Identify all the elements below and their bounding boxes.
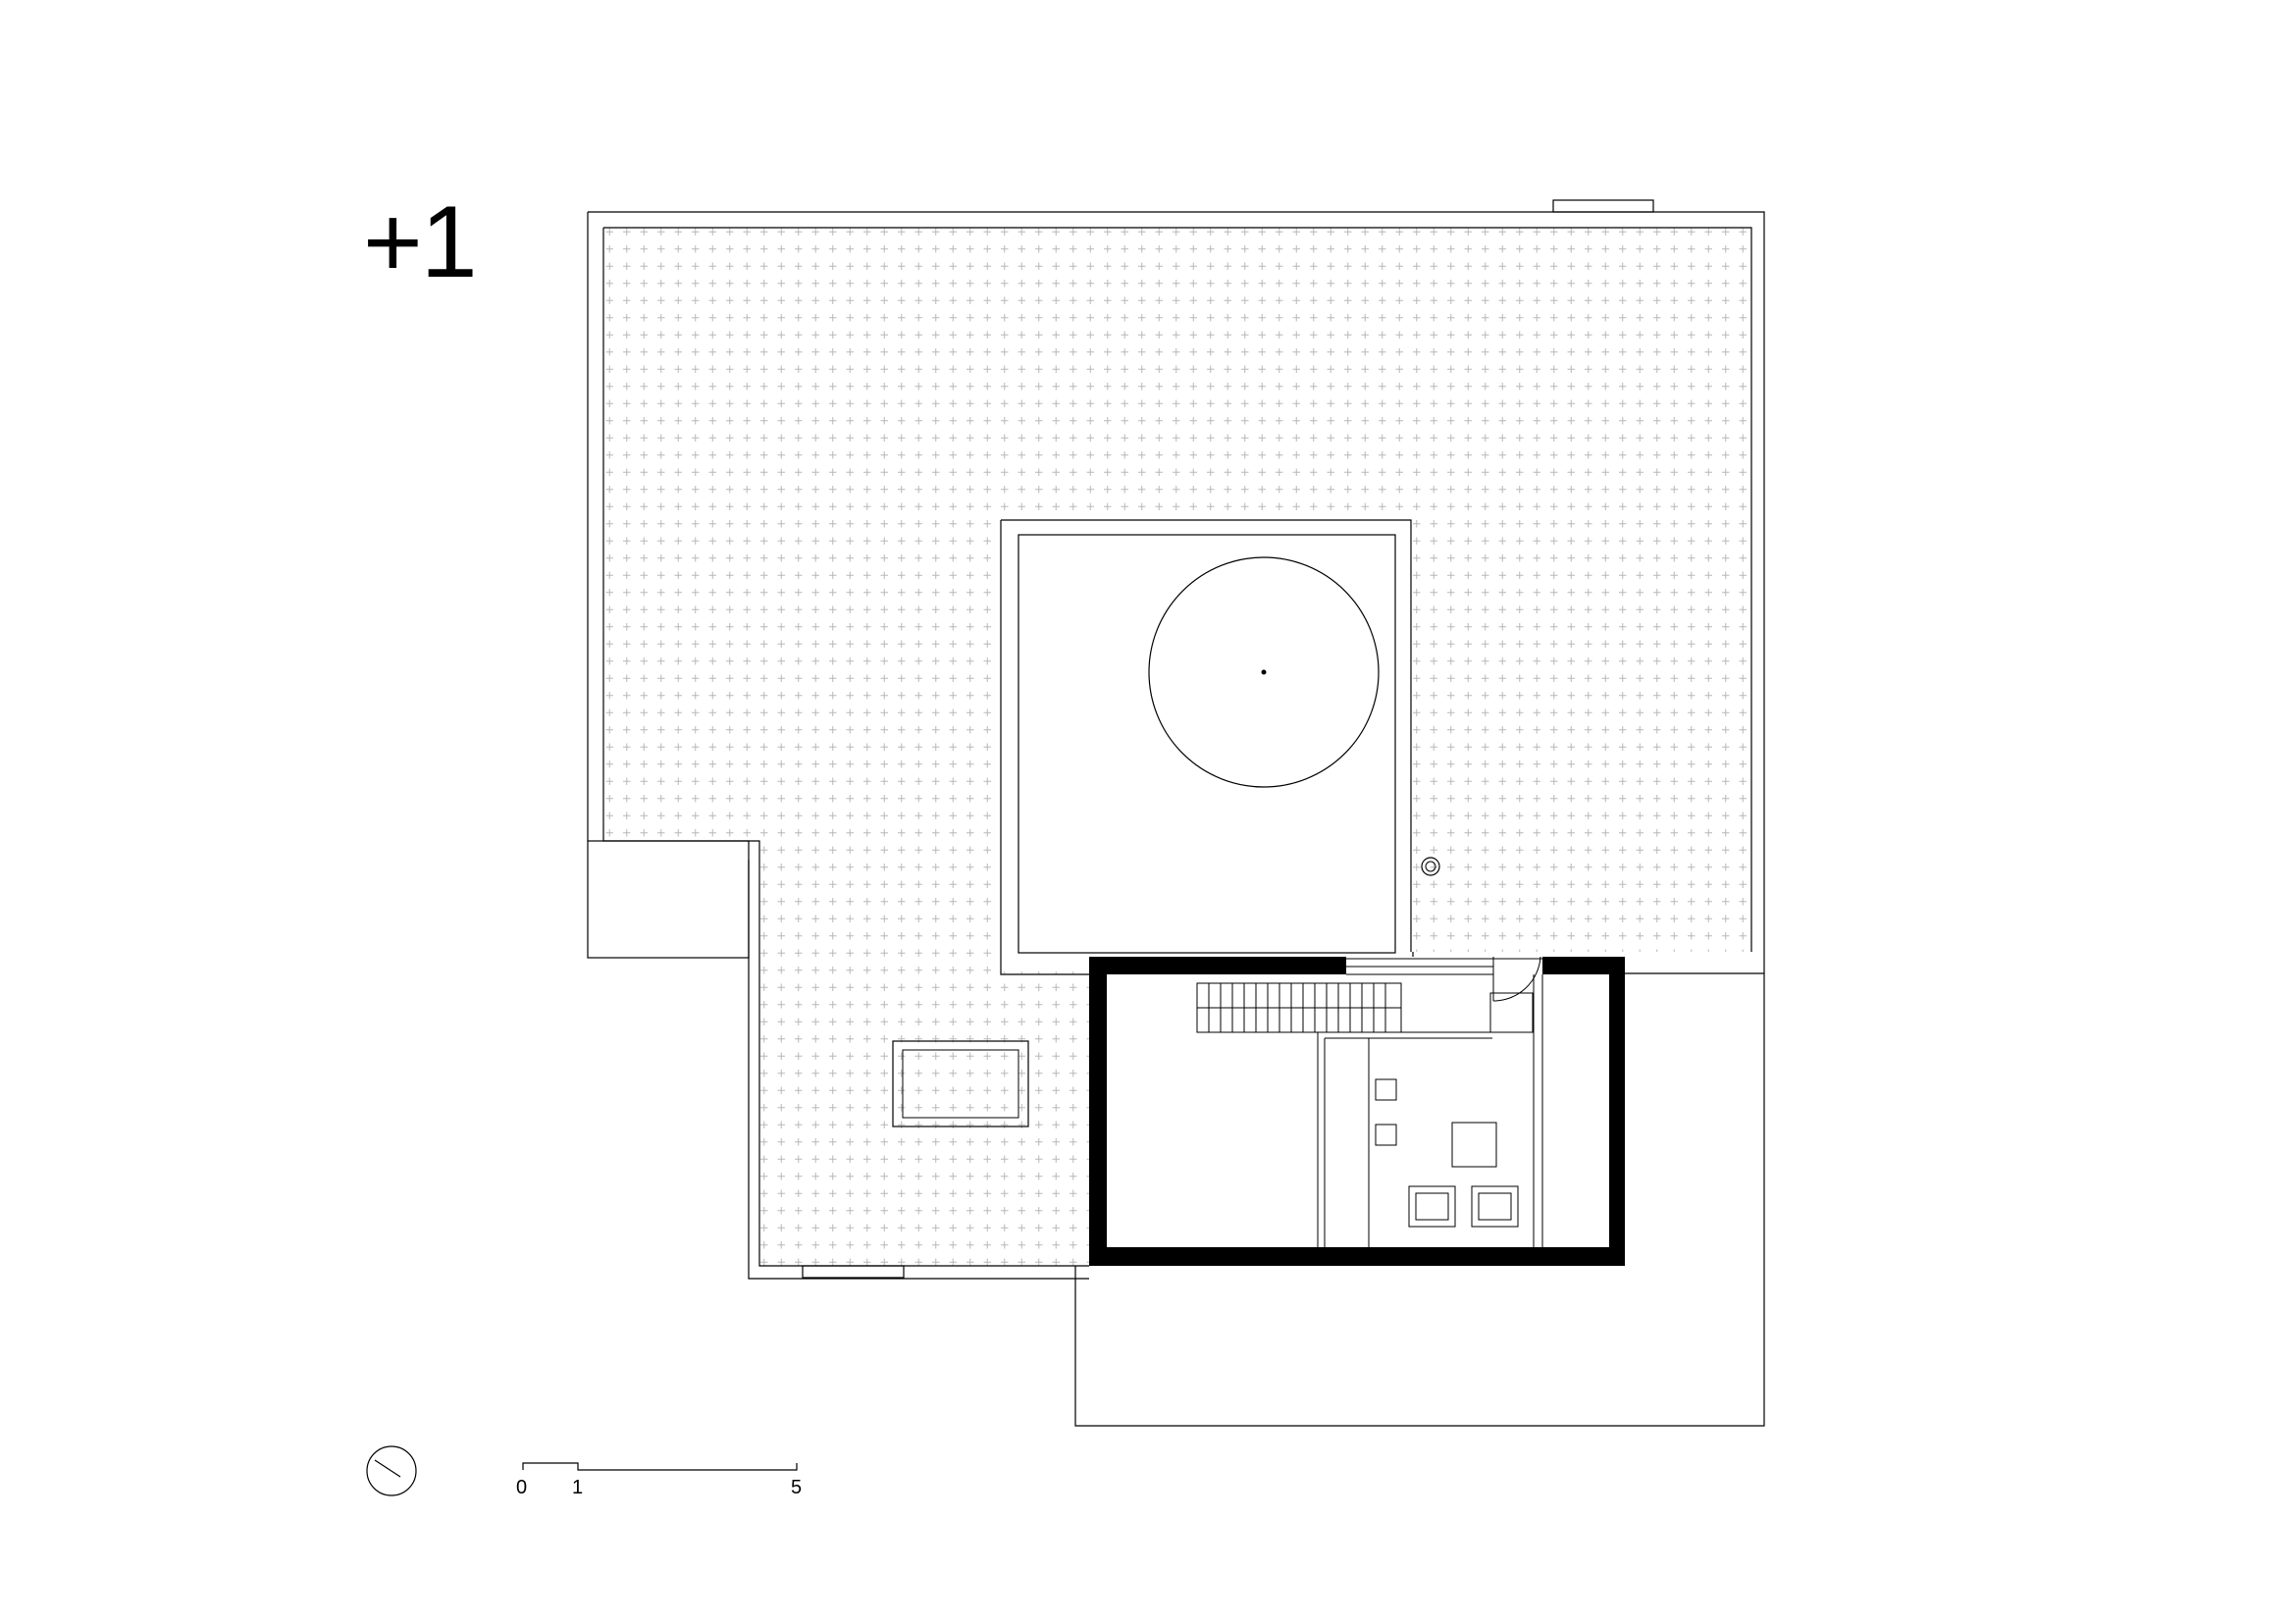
scale-bar: 0 1 5: [516, 1462, 802, 1498]
skylight: [892, 1040, 1029, 1127]
interior-partition: [1317, 974, 1543, 1247]
courtyard: [1000, 519, 1412, 975]
window: [1346, 958, 1542, 975]
level-label: +1: [363, 185, 478, 299]
armchair-icon: [1408, 1185, 1456, 1228]
scale-bar-label-5: 5: [791, 1477, 802, 1498]
lower-platform-outline: [1074, 973, 1765, 1427]
round-roof-opening: [1148, 556, 1380, 788]
drain-icon: [1421, 857, 1440, 876]
opening-center-point: [1261, 669, 1267, 675]
upper-room: [1089, 956, 1625, 1267]
door: [1489, 956, 1541, 1033]
armchair-icon: [1471, 1185, 1519, 1228]
scale-bar-label-0: 0: [516, 1477, 527, 1498]
scale-bar-label-1: 1: [572, 1477, 583, 1498]
north-arrow-icon: [366, 1445, 417, 1496]
staircase: [1196, 982, 1402, 1033]
furniture: [1375, 1078, 1519, 1228]
